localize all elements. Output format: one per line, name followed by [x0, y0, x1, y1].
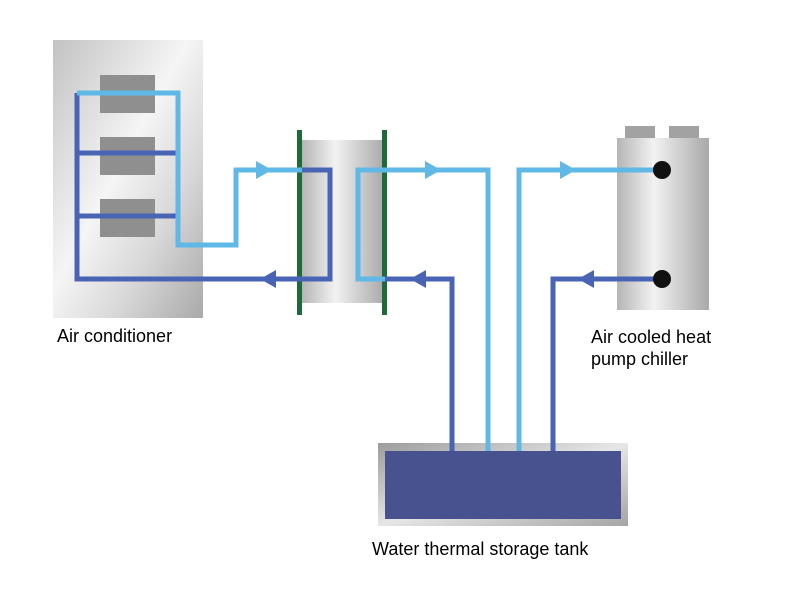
exchanger-plate-right [382, 130, 387, 315]
tank-to-chiller-light-pipe [516, 167, 660, 451]
chiller-fan-right [669, 126, 699, 140]
flow-arrows [256, 161, 594, 288]
chiller-label-line-2: pump chiller [591, 349, 689, 369]
heat-pump-chiller-label: Air cooled heat pump chiller [591, 326, 711, 370]
chiller-label-line-1: Air cooled heat [591, 327, 712, 347]
flow-arrow-icon [410, 270, 426, 288]
ac-supply-pipe [77, 90, 302, 248]
flow-arrow-icon [560, 161, 576, 179]
exchanger-plate-left [297, 130, 302, 315]
exchanger-to-tank-light-pipe [355, 167, 491, 451]
plate-heat-exchanger [297, 130, 387, 315]
tank-water [385, 451, 621, 519]
chiller-fan-left [625, 126, 655, 140]
chiller-outlet-nozzle [653, 270, 671, 288]
flow-arrow-icon [425, 161, 441, 179]
flow-arrow-icon [260, 270, 276, 288]
ac-coil-2 [100, 137, 155, 175]
chiller-to-tank-dark-pipe [550, 276, 660, 451]
air-conditioner-label: Air conditioner [57, 326, 173, 346]
storage-tank-label: Water thermal storage tank [372, 539, 589, 559]
tank-to-exchanger-dark-pipe [385, 276, 455, 451]
chiller-inlet-nozzle [653, 161, 671, 179]
flow-arrow-icon [578, 270, 594, 288]
flow-arrow-icon [256, 161, 272, 179]
water-storage-tank [378, 443, 628, 526]
